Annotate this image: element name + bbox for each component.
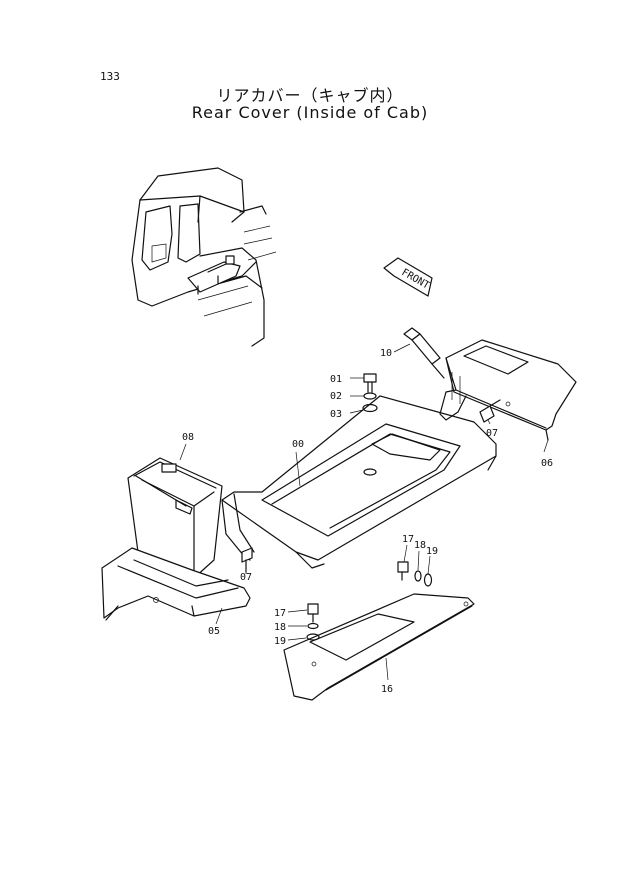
label-part-05: 05 bbox=[208, 626, 220, 637]
label-part-10: 10 bbox=[380, 348, 392, 359]
label-part-19-right: 19 bbox=[426, 546, 438, 557]
label-part-01: 01 bbox=[330, 374, 342, 385]
label-part-18-right: 18 bbox=[414, 540, 426, 551]
part-06-upper-cover bbox=[439, 339, 577, 441]
part-02-washer bbox=[363, 392, 377, 400]
part-19-washer-right bbox=[423, 573, 433, 587]
label-part-16: 16 bbox=[381, 684, 393, 695]
part-19-washer-left bbox=[306, 633, 320, 641]
part-16-floor-plate bbox=[283, 593, 475, 701]
part-18-washer-left bbox=[307, 622, 319, 630]
part-10-lock-pin bbox=[403, 327, 445, 379]
label-part-17-left: 17 bbox=[274, 608, 286, 619]
part-18-washer-right bbox=[414, 570, 422, 582]
label-part-00: 00 bbox=[292, 439, 304, 450]
label-part-07-right: 07 bbox=[486, 428, 498, 439]
label-part-03: 03 bbox=[330, 409, 342, 420]
part-00-rear-tray bbox=[221, 395, 497, 569]
part-08-storage-box bbox=[127, 457, 223, 579]
part-17-screw-left bbox=[307, 603, 319, 623]
label-part-06: 06 bbox=[541, 458, 553, 469]
title-english: Rear Cover (Inside of Cab) bbox=[191, 103, 429, 122]
label-part-08: 08 bbox=[182, 432, 194, 443]
part-03-washer bbox=[362, 403, 378, 413]
part-07-bolt-right bbox=[479, 399, 501, 423]
part-01-screw bbox=[363, 373, 377, 393]
label-part-17-right: 17 bbox=[402, 534, 414, 545]
label-part-07-left: 07 bbox=[240, 572, 252, 583]
front-direction-arrow: FRONT bbox=[383, 257, 433, 297]
title-japanese: リアカバー（キャブ内） bbox=[216, 86, 404, 105]
label-part-18-left: 18 bbox=[274, 622, 286, 633]
part-17-screw-right bbox=[397, 561, 409, 581]
label-part-02: 02 bbox=[330, 391, 342, 402]
page-number: 133 bbox=[100, 70, 120, 83]
cab-overview-illustration bbox=[131, 167, 277, 347]
label-part-19-left: 19 bbox=[274, 636, 286, 647]
part-05-base-cover bbox=[101, 547, 251, 621]
leader-lines bbox=[179, 343, 549, 681]
